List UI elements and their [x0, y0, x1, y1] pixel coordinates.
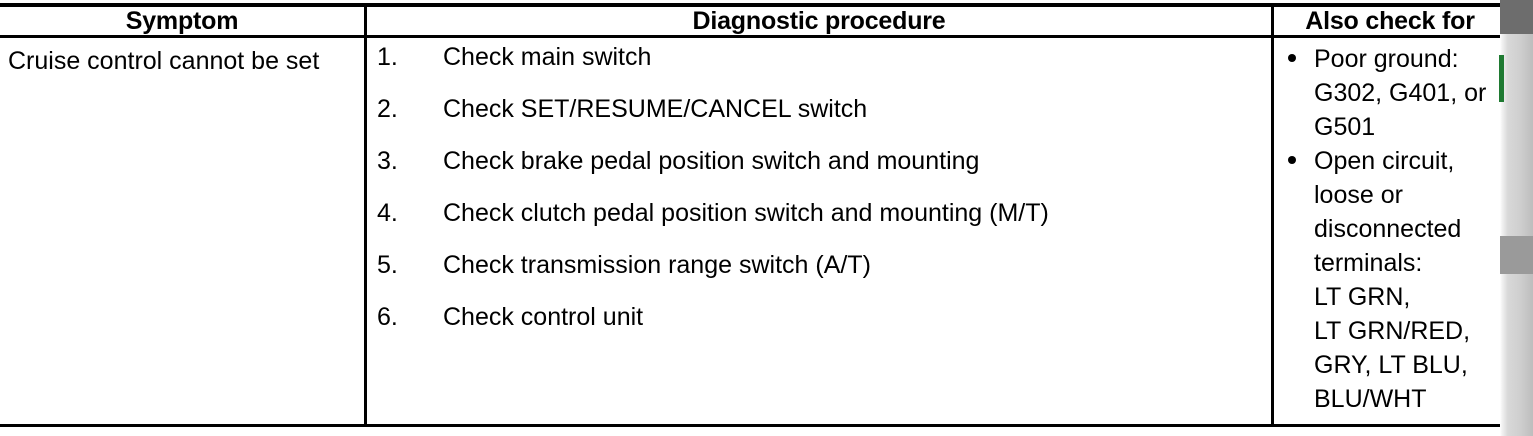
- procedure-step-text: Check clutch pedal position switch and m…: [443, 199, 1049, 227]
- table-top-border: [0, 3, 1533, 7]
- procedure-step-text: Check control unit: [443, 303, 644, 331]
- column-divider-1: [364, 3, 367, 427]
- procedure-step-number: 2.: [377, 95, 398, 123]
- cell-symptom: Cruise control cannot be set: [8, 47, 320, 75]
- also-check-continuation: loose or: [1314, 181, 1403, 209]
- also-check-text: Poor ground:: [1314, 45, 1459, 73]
- also-check-continuation: LT GRN,: [1314, 283, 1411, 311]
- procedure-step: 1. Check main switch: [377, 42, 1267, 94]
- procedure-step-text: Check brake pedal position switch and mo…: [443, 147, 980, 175]
- scan-edge-artifact: [1500, 0, 1533, 436]
- column-divider-2: [1271, 3, 1274, 427]
- column-header-symptom: Symptom: [125, 7, 239, 35]
- also-check-continuation: LT GRN/RED,: [1314, 317, 1471, 345]
- procedure-step-number: 5.: [377, 251, 398, 279]
- procedure-step-text: Check transmission range switch (A/T): [443, 251, 871, 279]
- procedure-step-number: 6.: [377, 303, 398, 331]
- cell-diagnostic-procedure: 1. Check main switch 2. Check SET/RESUME…: [377, 42, 1267, 354]
- column-header-also-check: Also check for: [1305, 7, 1475, 35]
- also-check-continuation: GRY, LT BLU,: [1314, 351, 1468, 379]
- column-header-procedure: Diagnostic procedure: [692, 7, 946, 35]
- procedure-step: 6. Check control unit: [377, 302, 1267, 354]
- also-check-item: Poor ground:: [1286, 42, 1516, 76]
- table-bottom-border: [0, 424, 1533, 427]
- bullet-icon: [1288, 156, 1296, 164]
- also-check-continuation: terminals:: [1314, 249, 1423, 277]
- procedure-step: 3. Check brake pedal position switch and…: [377, 146, 1267, 198]
- also-check-continuation: G501: [1314, 113, 1376, 141]
- procedure-step: 2. Check SET/RESUME/CANCEL switch: [377, 94, 1267, 146]
- bullet-icon: [1288, 54, 1296, 62]
- cell-also-check-for: Poor ground: G302, G401, or G501 Open ci…: [1286, 42, 1516, 416]
- procedure-step-text: Check main switch: [443, 43, 652, 71]
- procedure-step-number: 3.: [377, 147, 398, 175]
- also-check-continuation: BLU/WHT: [1314, 385, 1427, 413]
- also-check-continuation: G302, G401, or: [1314, 79, 1487, 107]
- procedure-step: 4. Check clutch pedal position switch an…: [377, 198, 1267, 250]
- scan-edge-shadow-middle: [1500, 236, 1533, 274]
- procedure-step: 5. Check transmission range switch (A/T): [377, 250, 1267, 302]
- also-check-text: Open circuit,: [1314, 147, 1455, 175]
- green-edge-mark: [1499, 55, 1504, 102]
- procedure-step-number: 1.: [377, 43, 398, 71]
- header-row-divider: [0, 35, 1510, 38]
- procedure-step-number: 4.: [377, 199, 398, 227]
- procedure-step-text: Check SET/RESUME/CANCEL switch: [443, 95, 868, 123]
- scan-edge-shadow-top: [1500, 0, 1533, 34]
- also-check-continuation: disconnected: [1314, 215, 1462, 243]
- also-check-item: Open circuit,: [1286, 144, 1516, 178]
